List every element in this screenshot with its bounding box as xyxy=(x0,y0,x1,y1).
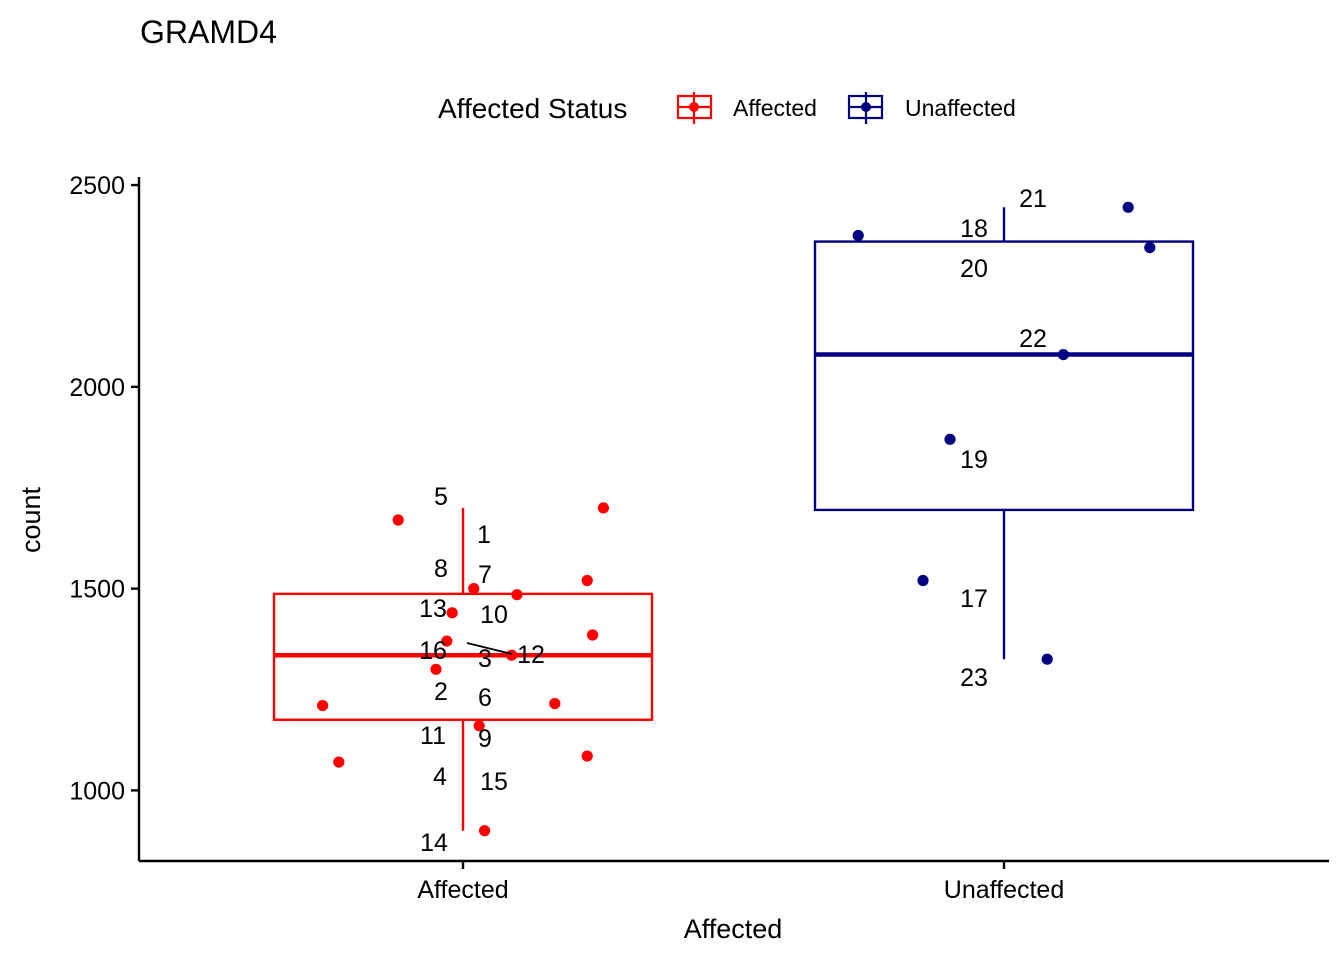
label-connector-line xyxy=(466,642,513,655)
data-point-23 xyxy=(1041,653,1053,665)
data-point-20 xyxy=(1144,242,1156,254)
y-tick-label-2500: 2500 xyxy=(69,172,125,200)
data-point-11 xyxy=(317,700,329,712)
data-point-10 xyxy=(587,629,599,641)
data-point-9 xyxy=(473,720,485,732)
point-label-5: 5 xyxy=(434,483,448,511)
y-tick-label-1000: 1000 xyxy=(69,777,125,805)
data-point-3 xyxy=(506,649,518,661)
data-point-21 xyxy=(1122,201,1134,213)
points xyxy=(317,201,1156,837)
point-label-1: 1 xyxy=(477,521,491,549)
data-point-8 xyxy=(468,583,480,595)
data-point-22 xyxy=(1057,349,1069,361)
y-tick-label-1500: 1500 xyxy=(69,576,125,604)
point-label-20: 20 xyxy=(960,255,988,283)
data-point-1 xyxy=(597,502,610,514)
data-point-19 xyxy=(944,433,956,445)
point-label-11: 11 xyxy=(420,722,446,750)
point-label-7: 7 xyxy=(478,561,492,589)
point-label-3: 3 xyxy=(478,645,492,673)
x-tick-label-affected: Affected xyxy=(417,876,508,904)
point-label-6: 6 xyxy=(478,684,492,712)
data-point-15 xyxy=(581,750,593,762)
point-label-13: 13 xyxy=(419,595,447,623)
legend: Affected Status Affected Unaffected xyxy=(438,92,1016,124)
data-point-5 xyxy=(392,514,404,526)
point-label-14: 14 xyxy=(420,829,448,857)
legend-key-affected xyxy=(676,92,713,124)
data-point-13 xyxy=(446,607,458,619)
axes xyxy=(137,177,1329,863)
x-axis-title: Affected xyxy=(684,914,783,944)
data-point-12 xyxy=(581,574,593,587)
point-label-16: 16 xyxy=(419,637,447,665)
x-ticks: Affected Unaffected xyxy=(417,861,1064,904)
x-tick-label-unaffected: Unaffected xyxy=(944,876,1064,904)
point-label-21: 21 xyxy=(1019,185,1047,213)
point-label-4: 4 xyxy=(433,763,447,791)
point-label-12: 12 xyxy=(517,641,545,669)
legend-key-unaffected xyxy=(847,92,884,124)
box-unaffected xyxy=(813,240,1195,512)
point-label-17: 17 xyxy=(960,585,988,613)
point-label-22: 22 xyxy=(1019,325,1047,353)
point-label-18: 18 xyxy=(960,215,988,243)
data-point-18 xyxy=(852,229,864,242)
chart-title: GRAMD4 xyxy=(140,14,277,50)
y-axis-title: count xyxy=(16,486,46,553)
point-label-2: 2 xyxy=(434,678,448,706)
data-point-14 xyxy=(479,825,491,837)
legend-label-unaffected: Unaffected xyxy=(905,95,1016,121)
data-point-4 xyxy=(333,756,345,768)
point-label-15: 15 xyxy=(480,768,508,796)
point-label-23: 23 xyxy=(960,664,988,692)
point-label-8: 8 xyxy=(434,555,448,583)
data-point-2 xyxy=(430,663,442,675)
point-label-9: 9 xyxy=(478,725,492,753)
boxes xyxy=(272,207,1195,831)
data-point-7 xyxy=(511,589,523,601)
data-point-17 xyxy=(917,574,929,587)
legend-label-affected: Affected xyxy=(733,95,817,121)
y-ticks: 1000 1500 2000 2500 xyxy=(69,172,139,805)
y-tick-label-2000: 2000 xyxy=(69,374,125,402)
legend-title: Affected Status xyxy=(438,93,627,124)
point-label-19: 19 xyxy=(960,446,988,474)
point-label-10: 10 xyxy=(480,601,508,629)
data-point-6 xyxy=(549,698,561,710)
data-point-16 xyxy=(441,635,453,647)
